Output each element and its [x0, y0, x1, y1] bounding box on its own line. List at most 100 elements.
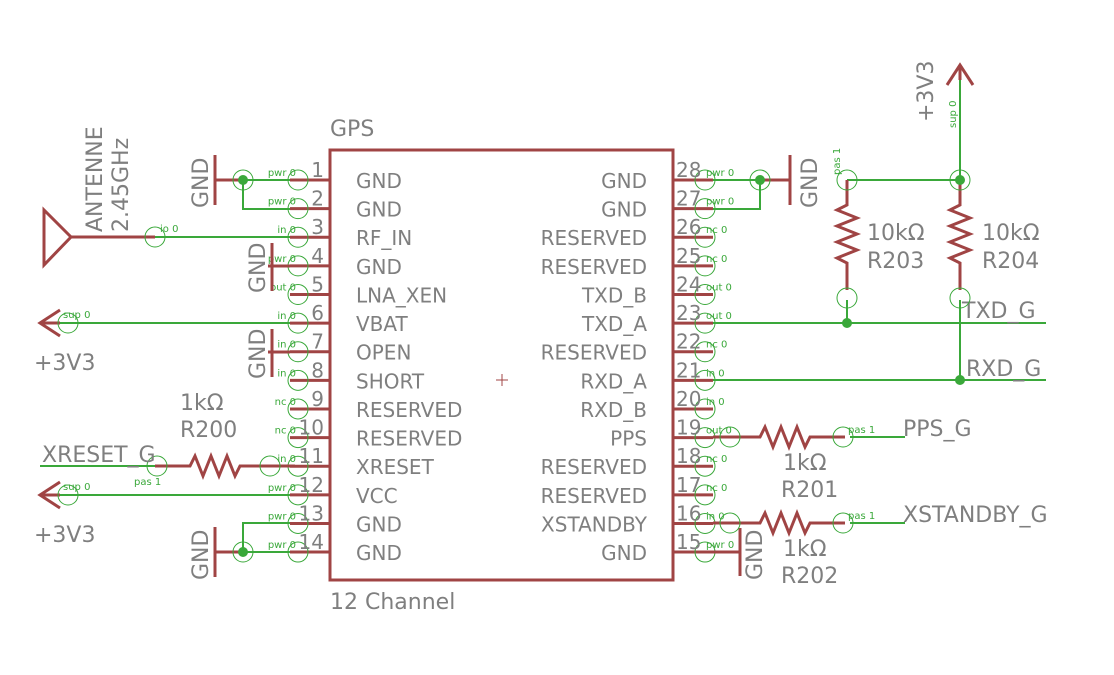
antenna-pin-type: io 0 [160, 224, 178, 235]
pin-name: RESERVED [356, 398, 462, 422]
gnd-symbol-pin-15[interactable]: GND [713, 528, 768, 580]
pin-name: GND [601, 198, 647, 222]
pin-8[interactable]: 8 in 0 SHORT [277, 358, 425, 393]
pin-number: 18 [676, 444, 701, 468]
pin-type: nc 0 [706, 225, 727, 236]
resistor-r204[interactable]: 10kΩ R204 [945, 169, 1040, 309]
supply-label: +3V3 [34, 523, 95, 548]
pin-number: 11 [299, 444, 324, 468]
antenna-value: 2.45GHz [109, 138, 134, 232]
pin-type: in 0 [277, 454, 296, 465]
supply-3v3-pin-6[interactable]: sup 0 +3V3 [34, 308, 290, 376]
pin-number: 14 [299, 530, 324, 554]
pin-name: GND [356, 198, 402, 222]
pin-type: out 0 [706, 426, 732, 437]
pin-name: VBAT [356, 312, 409, 336]
pin-name: RESERVED [541, 255, 647, 279]
resistor-r200[interactable]: pas 1 XRESET_G 1kΩ R200 [40, 391, 295, 488]
gnd-symbol-pins-27-28[interactable]: GND [713, 155, 823, 210]
pin-name: GND [356, 541, 402, 565]
pin-name: OPEN [356, 341, 411, 365]
pin-type: out 0 [706, 282, 732, 293]
pin-type: pwr 0 [268, 168, 296, 179]
gnd-label: GND [189, 530, 214, 580]
pin-type: pwr 0 [268, 483, 296, 494]
pin-number: 5 [311, 272, 324, 296]
pin-name: GND [356, 169, 402, 193]
r204-name: R204 [982, 249, 1039, 274]
pin-number: 16 [676, 501, 701, 525]
pin-number: 6 [311, 301, 324, 325]
pin-connection-circle [287, 369, 309, 391]
pin-type: pwr 0 [268, 540, 296, 551]
pin-connection-circle [287, 398, 309, 420]
pin-number: 8 [311, 358, 324, 382]
gnd-symbol-pin-7[interactable]: GND [246, 329, 290, 379]
pin-name: RXD_A [580, 369, 647, 393]
antenna-symbol[interactable]: io 0 ANTENNE 2.45GHz [42, 126, 290, 269]
pin-connection-circle [694, 484, 716, 506]
resistor-r201[interactable]: pas 1 PPS_G 1kΩ R201 [713, 417, 972, 503]
supply-3v3-top[interactable]: sup 0 +3V3 [914, 61, 975, 180]
pin-type: pwr 0 [268, 511, 296, 522]
r203-name: R203 [867, 249, 924, 274]
pin-number: 17 [676, 473, 701, 497]
r202-name: R202 [781, 564, 838, 589]
net-label-rxd: RXD_G [966, 357, 1041, 382]
pin-connection-circle [694, 398, 716, 420]
gnd-symbol-pins-13-14[interactable]: GND [189, 522, 290, 580]
net-txd[interactable]: TXD_G [713, 299, 1046, 328]
net-rxd[interactable]: RXD_G [713, 300, 1046, 385]
pin-name: TXD_A [581, 312, 647, 336]
pin-name: GND [601, 541, 647, 565]
pin-type: in 0 [277, 368, 296, 379]
r200-name: R200 [180, 418, 237, 443]
resistor-r202[interactable]: pas 1 XSTANDBY_G 1kΩ R202 [713, 503, 1048, 589]
supply-label: +3V3 [34, 351, 95, 376]
pin-type: nc 0 [706, 483, 727, 494]
pin-type: in 0 [277, 340, 296, 351]
pin-connection-circle [287, 427, 309, 449]
supply-3v3-pin-12[interactable]: sup 0 +3V3 [34, 480, 290, 548]
gps-part-body[interactable] [328, 148, 675, 582]
pin-name: SHORT [356, 369, 425, 393]
pin-name: RESERVED [541, 226, 647, 250]
r202-pin-type: pas 1 [848, 511, 875, 522]
pin-name: RF_IN [356, 226, 412, 250]
pin-type: pwr 0 [268, 254, 296, 265]
gnd-label: GND [246, 329, 271, 379]
supply-pin-type: sup 0 [63, 482, 90, 493]
resistor-r203[interactable]: pas 1 10kΩ R203 [832, 148, 960, 323]
r200-value: 1kΩ [180, 391, 224, 416]
pin-number: 10 [299, 416, 324, 440]
pin-type: nc 0 [706, 340, 727, 351]
gnd-symbol-pin-4[interactable]: GND [246, 243, 290, 293]
pin-connection-circle [694, 341, 716, 363]
gnd-symbol-pins-1-2[interactable]: GND [189, 155, 290, 210]
